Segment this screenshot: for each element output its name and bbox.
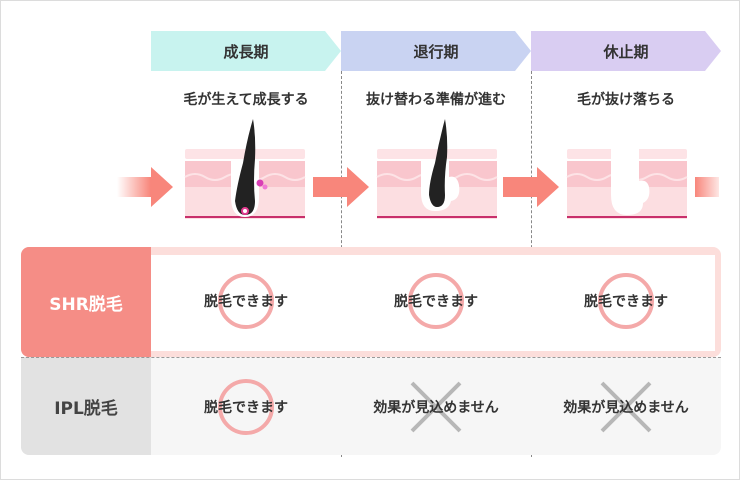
- hair-shed-icon: [566, 149, 688, 219]
- cross-mark-icon: [410, 381, 462, 433]
- ipl-row-label: IPL脱毛: [21, 357, 151, 455]
- cross-mark-icon: [600, 381, 652, 433]
- hair-regressing-icon: [376, 119, 498, 219]
- right-arrow-icon: [117, 167, 173, 207]
- row-divider: [21, 357, 721, 358]
- phase-telogen-header: 休止期: [531, 31, 721, 71]
- shr-row-inner: [151, 255, 715, 351]
- shr-cell-text: 脱毛できます: [204, 294, 288, 310]
- right-arrow-icon: [503, 167, 559, 207]
- phase-arrow-shape: [531, 31, 721, 71]
- shr-cell-telogen: 脱毛できます: [531, 271, 721, 331]
- phase-telogen-label: 休止期: [603, 42, 649, 61]
- phase-catagen-caption: 抜け替わる準備が進む: [366, 92, 506, 108]
- hair-growing-icon: [184, 119, 306, 219]
- shr-cell-catagen: 脱毛できます: [341, 271, 531, 331]
- phase-anagen-caption: 毛が生えて成長する: [183, 92, 309, 108]
- circle-mark-icon: [408, 273, 464, 329]
- shr-row-label: SHR脱毛: [21, 247, 151, 357]
- ipl-cell-text: 効果が見込めません: [373, 400, 499, 416]
- ipl-cell-anagen: 脱毛できます: [151, 377, 341, 437]
- ipl-cell-text: 効果が見込めません: [563, 400, 689, 416]
- circle-mark-icon: [598, 273, 654, 329]
- phase-arrow-shape: [341, 31, 531, 71]
- shr-cell-anagen: 脱毛できます: [151, 271, 341, 331]
- ipl-cell-telogen: 効果が見込めません: [531, 377, 721, 437]
- phase-anagen-label: 成長期: [223, 42, 269, 61]
- ipl-cell-text: 脱毛できます: [204, 400, 288, 416]
- phase-telogen-caption: 毛が抜け落ちる: [577, 92, 675, 108]
- right-arrow-icon: [313, 167, 369, 207]
- phase-catagen-label: 退行期: [413, 42, 459, 61]
- phase-anagen-header: 成長期: [151, 31, 341, 71]
- circle-mark-icon: [218, 273, 274, 329]
- right-arrow-icon: [695, 177, 719, 197]
- ipl-cell-catagen: 効果が見込めません: [341, 377, 531, 437]
- shr-cell-text: 脱毛できます: [394, 294, 478, 310]
- circle-mark-icon: [218, 379, 274, 435]
- phase-catagen-header: 退行期: [341, 31, 531, 71]
- phase-arrow-shape: [151, 31, 341, 71]
- shr-cell-text: 脱毛できます: [584, 294, 668, 310]
